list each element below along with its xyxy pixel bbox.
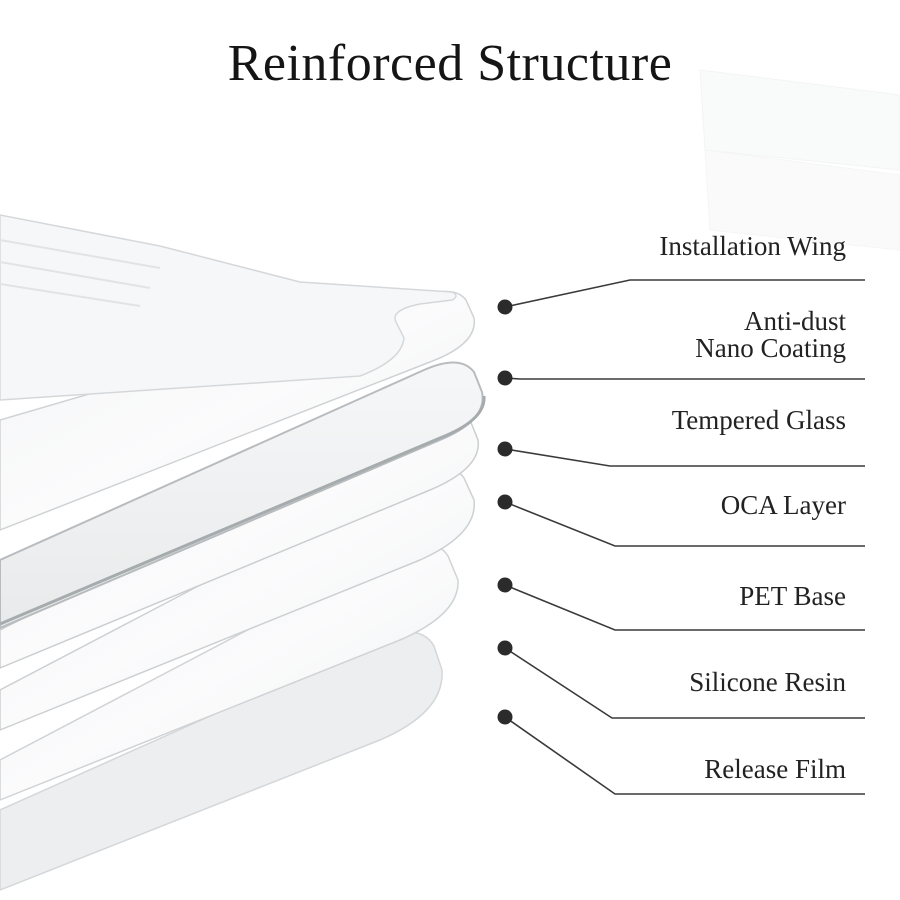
label-nano-coating: Anti-dust Nano Coating (695, 308, 846, 362)
leader-line-tempered-glass (504, 448, 865, 467)
leader-line-nano-coating (504, 377, 865, 380)
leader-dot-oca-layer (497, 494, 513, 510)
leader-dot-silicone-resin (497, 640, 513, 656)
label-pet-base: PET Base (739, 581, 846, 611)
label-silicone-resin: Silicone Resin (689, 667, 846, 697)
leader-line-pet-base (504, 584, 865, 631)
page-title: Reinforced Structure (227, 35, 673, 92)
label-release-film: Release Film (704, 754, 846, 784)
leader-line-oca-layer (504, 501, 865, 547)
label-oca-layer: OCA Layer (720, 490, 846, 520)
label-nano-coating-line1: Anti-dust (743, 306, 846, 336)
background-sheets (699, 69, 900, 251)
label-nano-coating-line2: Nano Coating (695, 333, 846, 363)
wing-stripes (0, 239, 161, 307)
leader-line-silicone-resin (504, 647, 865, 719)
leader-dot-tempered-glass (497, 441, 513, 457)
tempered-glass-edge (0, 395, 486, 626)
label-installation-wing: Installation Wing (659, 231, 846, 261)
leader-dot-installation-wing (497, 299, 513, 315)
leader-line-installation-wing (504, 279, 865, 308)
leader-dot-nano-coating (497, 370, 513, 386)
sheet-installation-wing (0, 214, 457, 401)
leader-dot-release-film (497, 709, 513, 725)
leader-dot-pet-base (497, 577, 513, 593)
leader-lines (497, 279, 865, 795)
leader-line-release-film (504, 716, 865, 795)
label-tempered-glass: Tempered Glass (671, 405, 846, 435)
